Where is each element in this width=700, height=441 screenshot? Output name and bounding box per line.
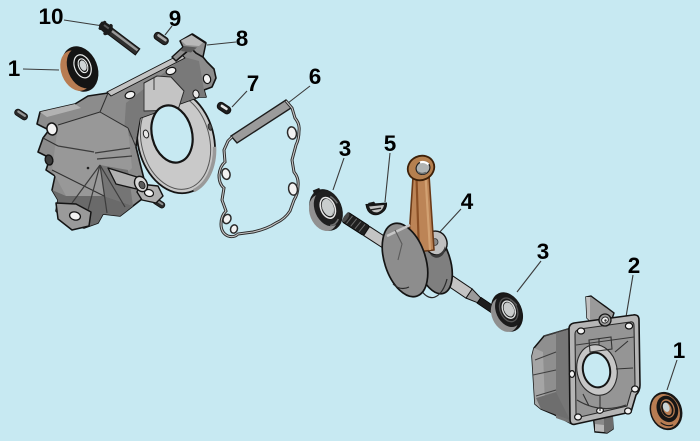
- svg-text:1: 1: [673, 338, 686, 363]
- svg-text:8: 8: [236, 26, 249, 51]
- svg-text:3: 3: [537, 239, 550, 264]
- svg-text:3: 3: [339, 136, 352, 161]
- svg-text:7: 7: [247, 71, 260, 96]
- svg-text:2: 2: [628, 253, 641, 278]
- svg-text:5: 5: [384, 131, 397, 156]
- svg-text:4: 4: [461, 189, 474, 214]
- svg-text:10: 10: [38, 4, 63, 29]
- svg-text:1: 1: [8, 56, 21, 81]
- svg-text:6: 6: [309, 64, 322, 89]
- svg-text:9: 9: [169, 6, 182, 31]
